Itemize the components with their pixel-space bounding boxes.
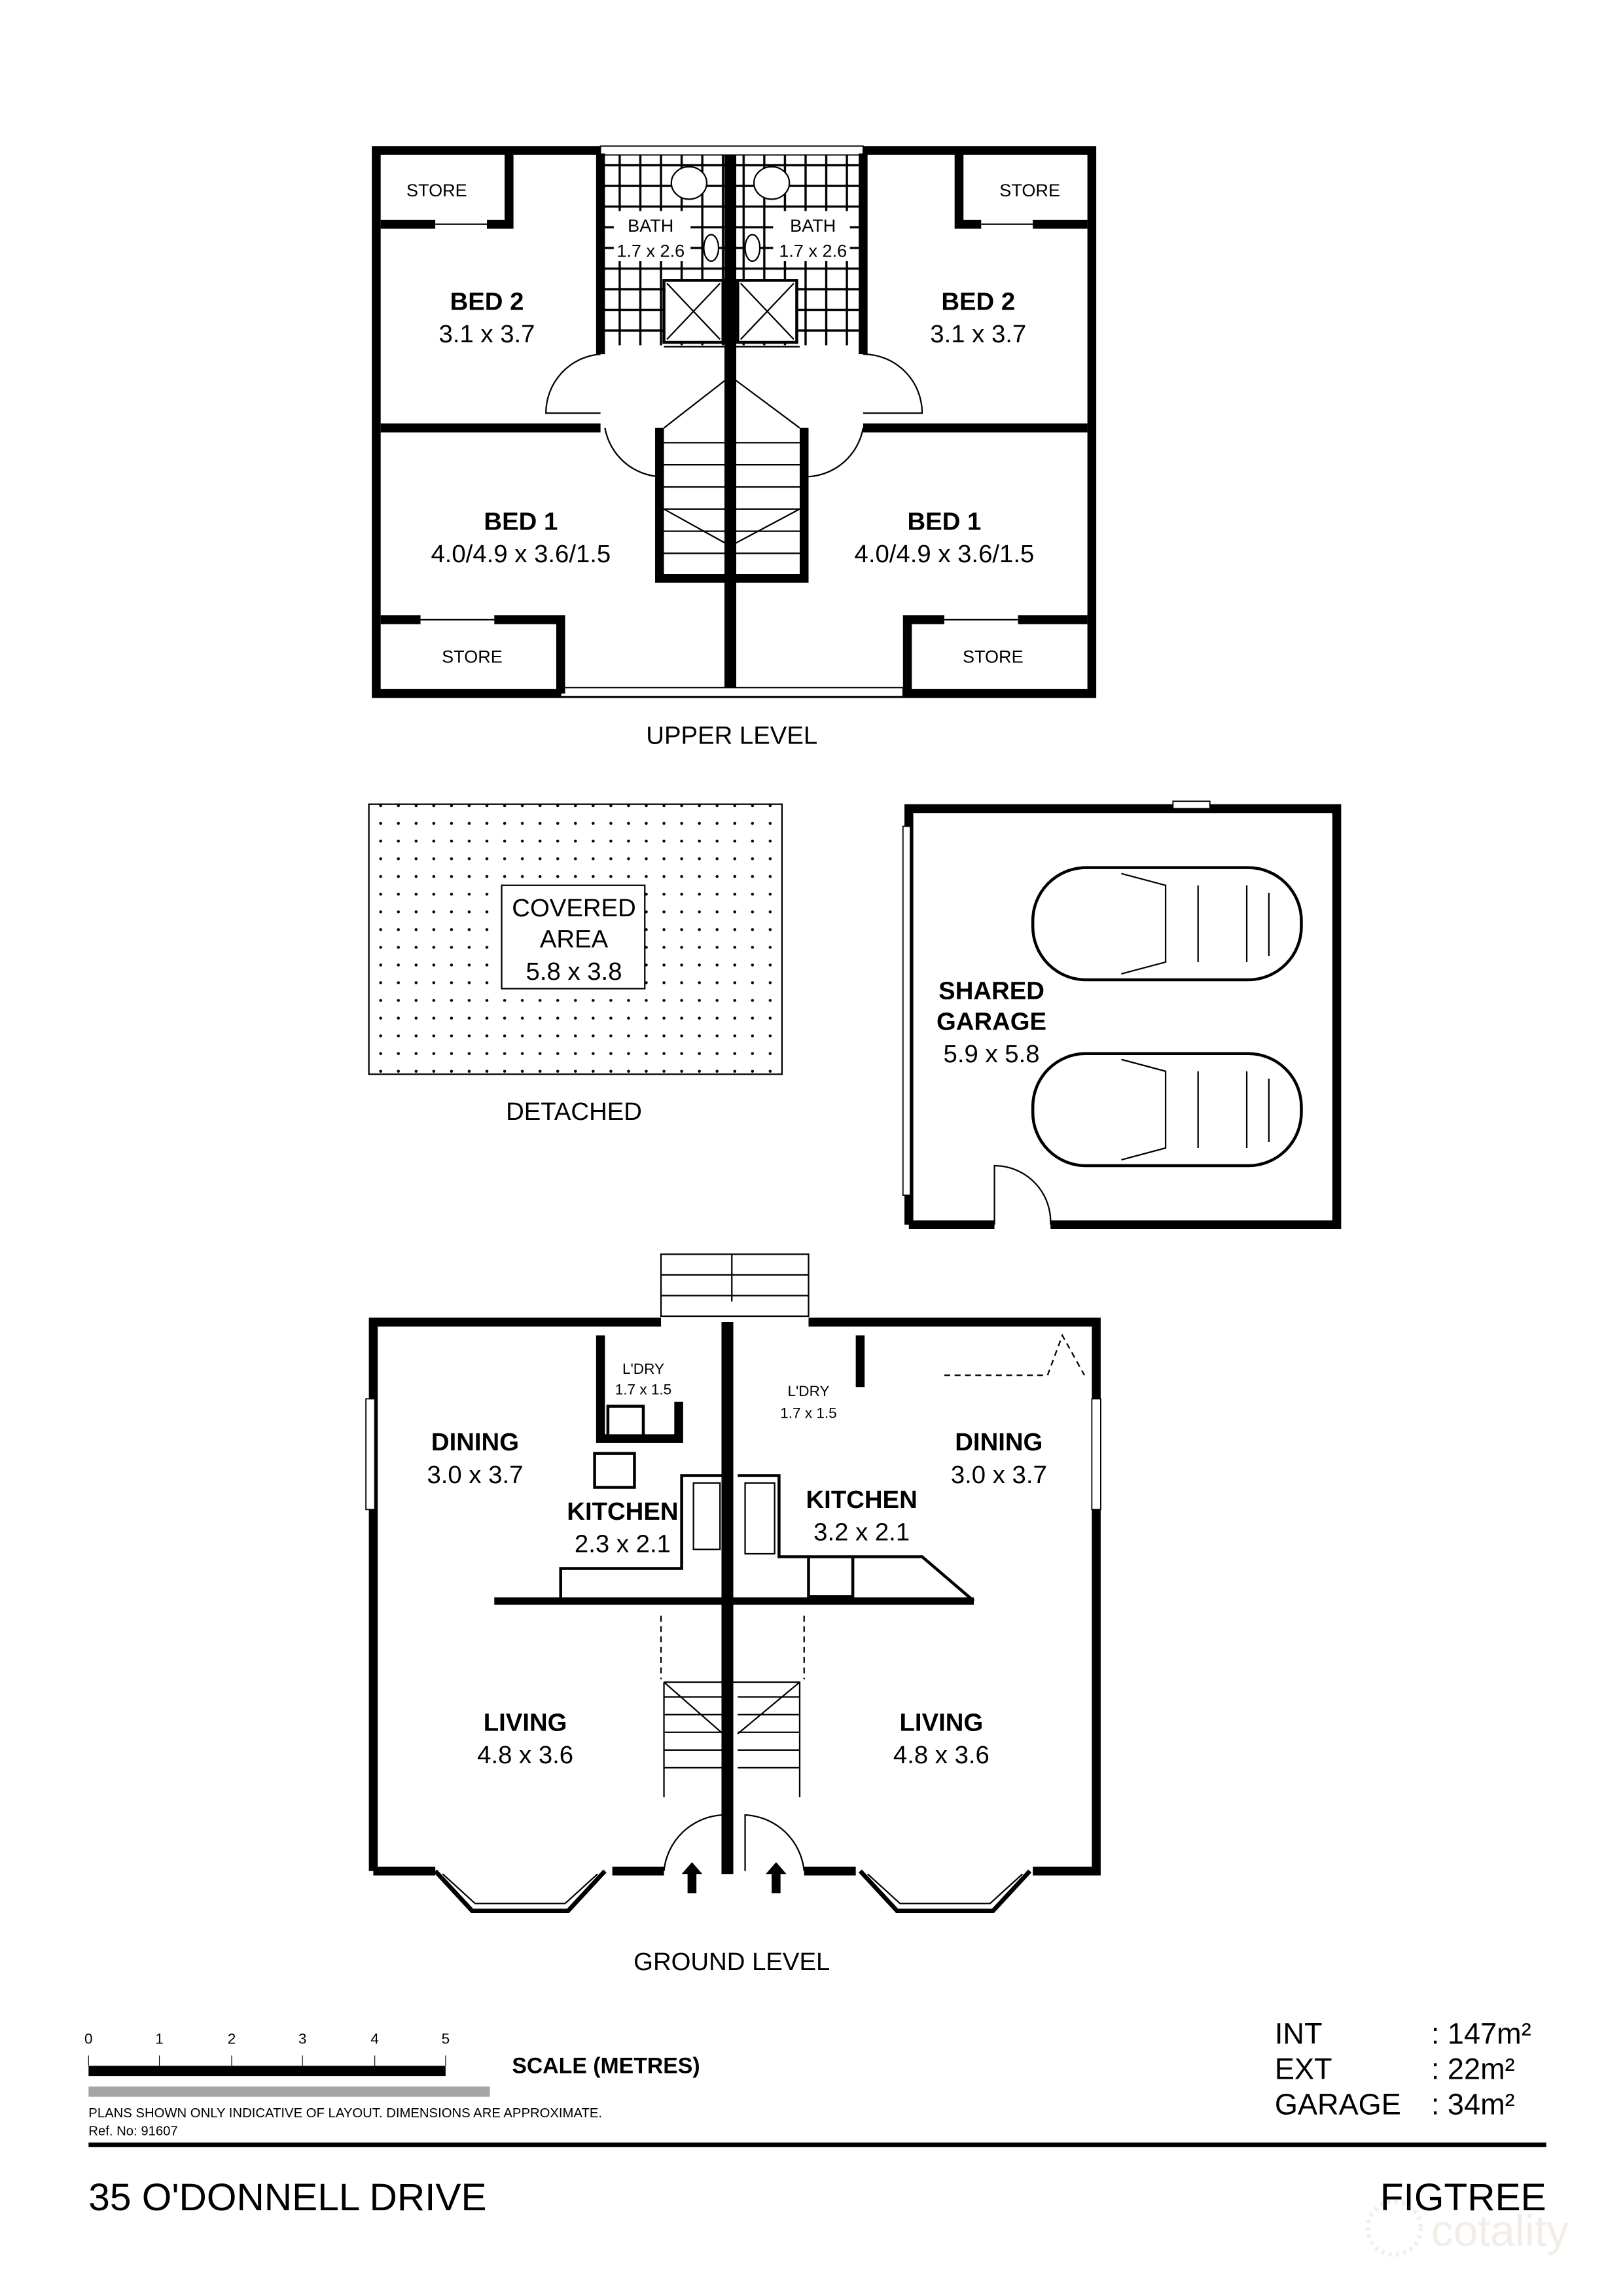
room-living-size: 4.8 x 3.6: [477, 1741, 573, 1769]
scale-label: SCALE (METRES): [512, 2054, 700, 2079]
room-bed-1: BED 1: [907, 507, 981, 535]
scale-tick: 5: [442, 2030, 450, 2047]
room-bath: BATH: [628, 216, 673, 236]
room-dining-size: 3.0 x 3.7: [951, 1461, 1047, 1489]
garage-size: 5.9 x 5.8: [944, 1040, 1040, 1068]
room-laundry-size: 1.7 x 1.5: [615, 1382, 671, 1398]
ground-level-plan: L'DRY 1.7 x 1.5 L'DRY 1.7 x 1.5 DINING 3…: [365, 1253, 1101, 1976]
covered-area-size: 5.8 x 3.8: [526, 958, 622, 986]
garage-plan: SHARED GARAGE 5.9 x 5.8: [902, 800, 1342, 1229]
covered-area-label: AREA: [540, 925, 609, 953]
room-living-size: 4.8 x 3.6: [893, 1741, 990, 1769]
room-dining-size: 3.0 x 3.7: [427, 1461, 523, 1489]
room-store: STORE: [999, 181, 1060, 200]
scale-bar: 0 1 2 3 4 5 SCALE (METRES): [84, 2030, 700, 2097]
room-living: LIVING: [900, 1709, 984, 1737]
room-bed-1-size: 4.0/4.9 x 3.6/1.5: [431, 540, 611, 568]
room-bath-size: 1.7 x 2.6: [616, 241, 685, 260]
room-bath: BATH: [790, 216, 836, 236]
room-store: STORE: [442, 647, 503, 666]
garage-label: GARAGE: [936, 1008, 1046, 1036]
address: 35 O'DONNELL DRIVE: [88, 2176, 486, 2219]
room-bed-2: BED 2: [941, 287, 1015, 315]
room-bed-1-size: 4.0/4.9 x 3.6/1.5: [855, 540, 1035, 568]
covered-area-label: COVERED: [512, 894, 635, 922]
covered-area-plan: COVERED AREA 5.8 x 3.8 DETACHED: [368, 803, 783, 1126]
room-kitchen: KITCHEN: [806, 1486, 918, 1514]
area-label: EXT: [1275, 2053, 1332, 2086]
area-value: : 22m²: [1431, 2053, 1515, 2086]
scale-tick: 4: [370, 2030, 379, 2047]
footer-divider: [88, 2142, 1546, 2147]
room-bed-2-size: 3.1 x 3.7: [930, 320, 1026, 348]
room-bath-size: 1.7 x 2.6: [779, 241, 847, 260]
upper-level-plan: STORE STORE BED 2 3.1 x 3.7 BED 2 3.1 x …: [372, 145, 1097, 749]
room-kitchen-size: 3.2 x 2.1: [813, 1518, 910, 1547]
watermark-text: cotality: [1431, 2206, 1569, 2255]
room-dining: DINING: [431, 1428, 519, 1456]
room-kitchen-size: 2.3 x 2.1: [575, 1530, 671, 1558]
area-label: GARAGE: [1275, 2088, 1401, 2121]
scale-tick: 1: [155, 2030, 164, 2047]
room-laundry: L'DRY: [787, 1383, 829, 1399]
area-label: INT: [1275, 2017, 1323, 2050]
car-icon: [1031, 1052, 1303, 1168]
room-dining: DINING: [955, 1428, 1043, 1456]
watermark-logo: cotality: [1365, 2199, 1569, 2257]
room-living: LIVING: [484, 1709, 567, 1737]
area-value: : 147m²: [1431, 2017, 1531, 2050]
detached-title: DETACHED: [506, 1098, 642, 1126]
room-bed-1: BED 1: [484, 507, 558, 535]
garage-label: SHARED: [938, 977, 1044, 1005]
ground-level-title: GROUND LEVEL: [633, 1948, 830, 1976]
disclaimer: PLANS SHOWN ONLY INDICATIVE OF LAYOUT. D…: [88, 2106, 602, 2121]
suburb: FIGTREE: [1380, 2176, 1546, 2219]
area-summary: INT : 147m² EXT : 22m² GARAGE : 34m²: [1275, 2017, 1531, 2121]
room-kitchen: KITCHEN: [567, 1498, 678, 1526]
scale-tick: 0: [84, 2030, 93, 2047]
scale-tick: 3: [298, 2030, 307, 2047]
room-store: STORE: [963, 647, 1024, 666]
entry-arrow-icon: [766, 1862, 787, 1893]
room-store: STORE: [406, 181, 467, 200]
room-bed-2: BED 2: [450, 287, 524, 315]
reference-number: Ref. No: 91607: [88, 2124, 177, 2138]
scale-tick: 2: [228, 2030, 236, 2047]
room-laundry: L'DRY: [622, 1361, 664, 1377]
car-icon: [1031, 866, 1303, 982]
room-bed-2-size: 3.1 x 3.7: [439, 320, 535, 348]
area-value: : 34m²: [1431, 2088, 1515, 2121]
upper-level-title: UPPER LEVEL: [646, 721, 817, 749]
entry-arrow-icon: [681, 1862, 703, 1893]
room-laundry-size: 1.7 x 1.5: [780, 1405, 836, 1422]
